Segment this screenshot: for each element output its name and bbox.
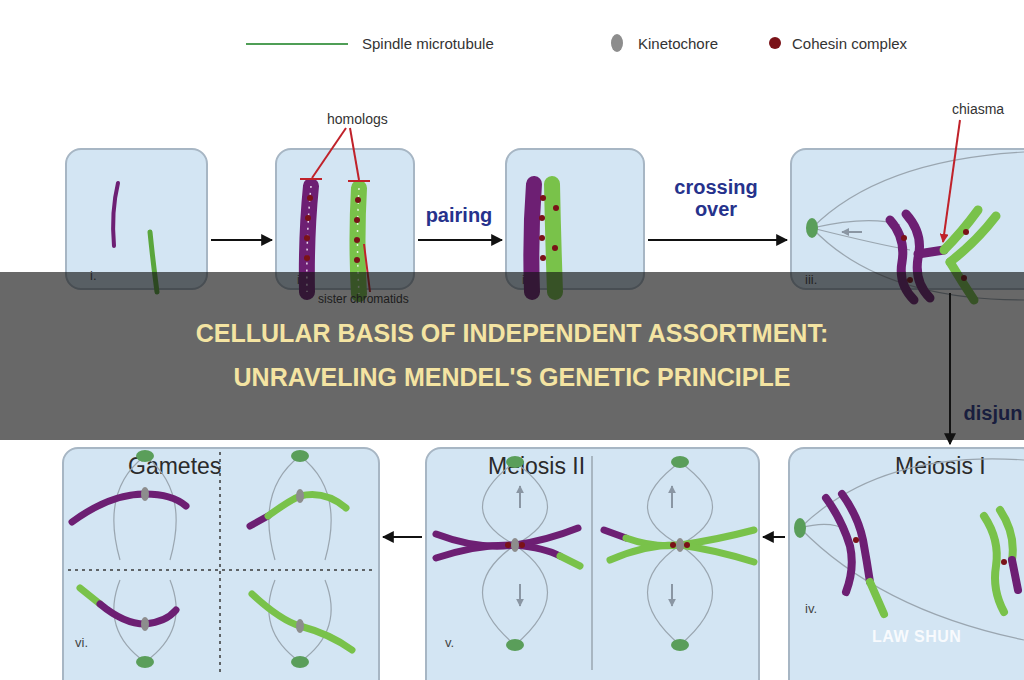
panel-heading: Meiosis II	[488, 453, 585, 480]
step-arrow	[648, 239, 787, 241]
legend-microtubule-sample	[246, 43, 348, 45]
panel-number: vi.	[75, 635, 88, 650]
step-label: pairing	[418, 204, 500, 226]
legend-text: Spindle microtubule	[362, 35, 494, 52]
meiosis-panel: ii.	[275, 148, 415, 290]
legend-text: Kinetochore	[638, 35, 718, 52]
meiosis-panel: i.	[65, 148, 208, 290]
panel-number: v.	[445, 635, 454, 650]
step-arrow	[763, 536, 785, 538]
panel-heading: Gametes	[128, 453, 221, 480]
meiosis-panel: ii.	[505, 148, 645, 290]
meiosis-panel: iii.	[790, 148, 1024, 290]
meiosis-panel: Gametes vi.	[62, 447, 380, 680]
banner-title: CELLULAR BASIS OF INDEPENDENT ASSORTMENT…	[132, 312, 892, 400]
step-arrow	[383, 536, 422, 538]
callout-label: chiasma	[952, 101, 1004, 117]
step-arrow	[211, 239, 272, 241]
panel-heading: Meiosis I	[895, 453, 986, 480]
legend-cohesin-sample	[769, 37, 781, 49]
meiosis-panel: Meiosis II v.	[425, 447, 760, 680]
callout-label: homologs	[327, 111, 388, 127]
title-banner: CELLULAR BASIS OF INDEPENDENT ASSORTMENT…	[0, 272, 1024, 440]
panel-number: iv.	[805, 601, 817, 616]
watermark: LAW SHUN	[872, 628, 961, 646]
legend-kinetochore-sample	[611, 34, 623, 52]
meiosis-panel: Meiosis I iv.	[788, 447, 1024, 680]
legend-text: Cohesin complex	[792, 35, 907, 52]
step-arrow	[418, 239, 502, 241]
step-label: crossing over	[666, 176, 766, 220]
